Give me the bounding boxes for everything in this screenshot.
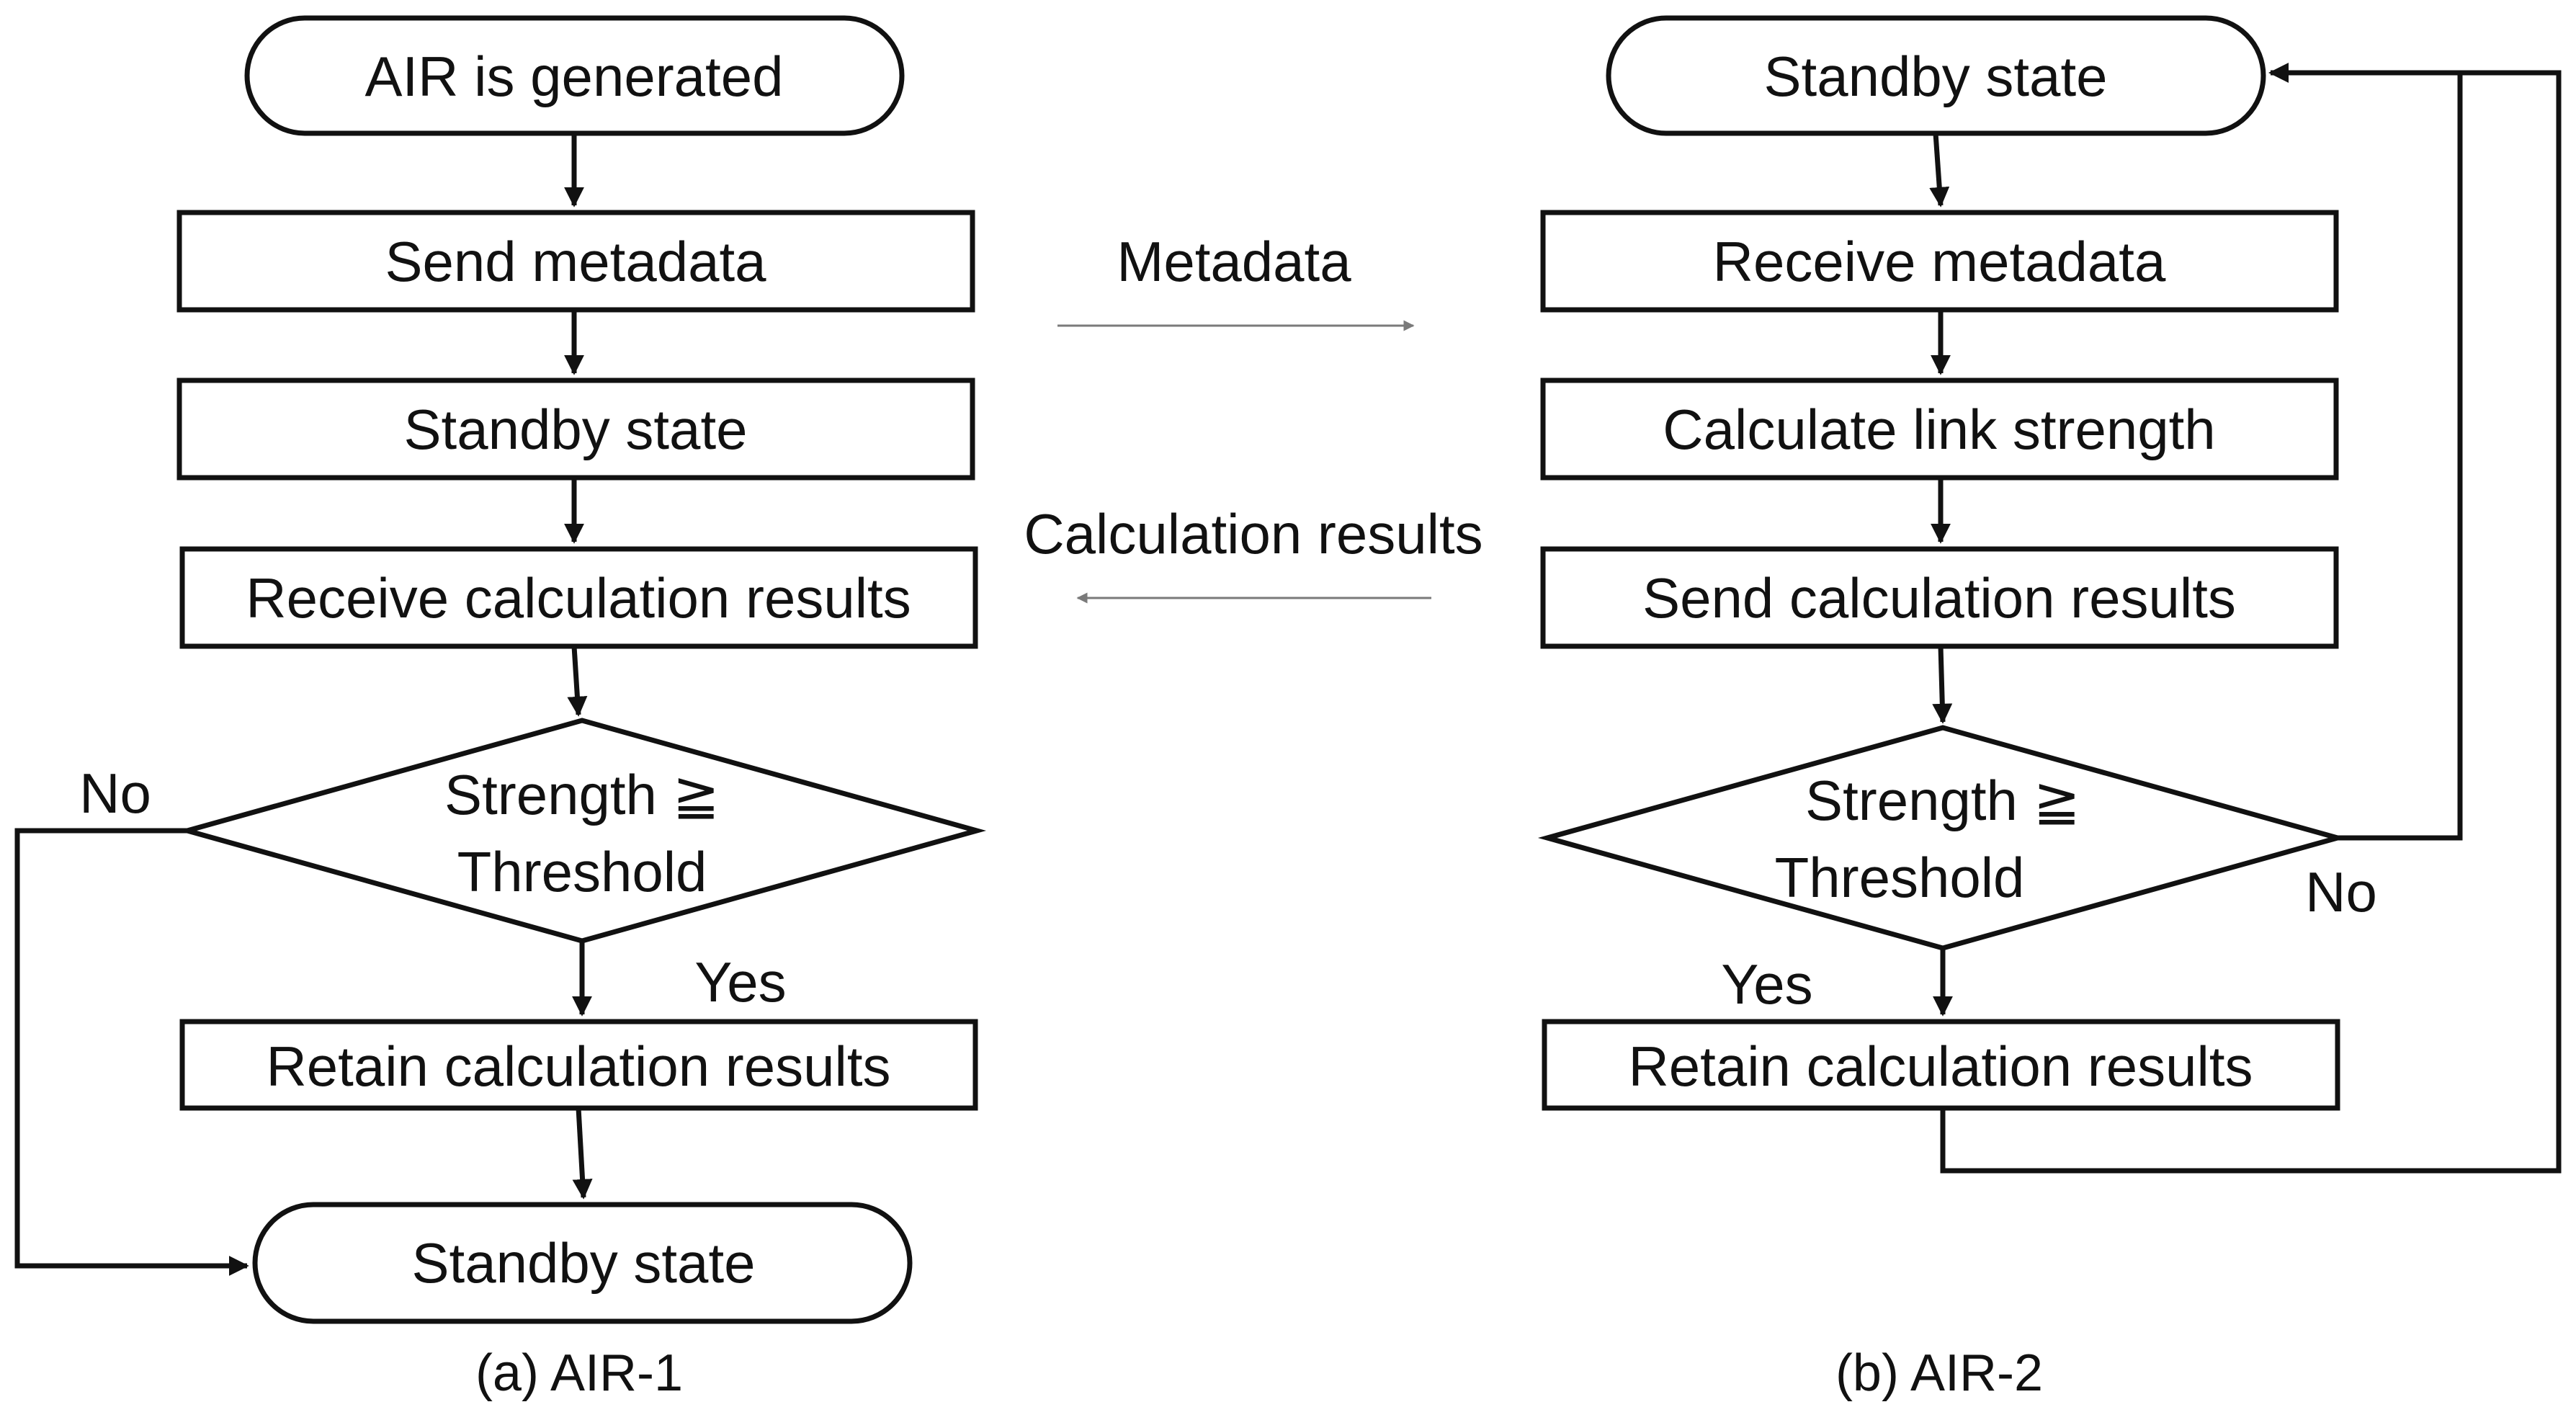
a-retain-box [179,1019,978,1111]
a-decision-line2: Threshold [457,840,707,903]
a-send-metadata-label: Send metadata [385,230,766,293]
a-end-terminal [252,1202,913,1324]
a-retain-label: Retain calculation results [266,1035,890,1098]
message-arrows: Metadata Calculation results [1024,230,1483,604]
b-retain-box [1542,1019,2340,1111]
a-receive-results-box [179,546,978,649]
a-edge-no-branch [14,828,249,1276]
b-caption: (b) AIR-2 [1835,1344,2043,1402]
b-receive-metadata-box [1540,210,2339,313]
a-send-metadata-box [176,210,975,313]
a-decision-line1: Strength ≧ [444,763,720,826]
a-no-label: No [79,762,151,825]
a-edge-retain-to-end [572,1107,593,1200]
b-receive-metadata-label: Receive metadata [1713,230,2166,293]
a-receive-results-label: Receive calculation results [246,566,911,630]
a-start-label: AIR is generated [365,45,783,108]
results-message-label: Calculation results [1024,502,1482,566]
a-caption: (a) AIR-1 [475,1344,683,1402]
b-no-label: No [2305,860,2377,924]
panel-b-air2: Standby state Receive metadata Calculate… [1537,15,2562,1402]
a-decision-diamond [177,718,987,944]
b-calculate-box [1540,378,2339,481]
a-standby-label: Standby state [404,398,748,461]
b-calculate-label: Calculate link strength [1663,398,2215,461]
b-edge-retain-loop [1940,63,2562,1174]
b-decision-diamond [1537,725,2348,951]
metadata-message-label: Metadata [1117,230,1351,293]
a-yes-label: Yes [694,950,786,1014]
b-start-label: Standby state [1764,45,2108,108]
b-send-results-label: Send calculation results [1642,566,2236,630]
a-edge-receive-to-decision [567,646,588,717]
b-edge-start-to-receive [1929,133,1950,207]
b-edge-send-to-decision [1932,646,1953,724]
b-decision-line2: Threshold [1775,846,2025,909]
b-retain-label: Retain calculation results [1628,1035,2253,1098]
b-decision-line1: Strength ≧ [1805,769,2080,832]
b-yes-label: Yes [1721,952,1812,1016]
a-end-label: Standby state [412,1231,756,1295]
panel-a-air1: AIR is generated Send metadata Standby s… [14,15,987,1402]
b-send-results-box [1540,546,2339,649]
